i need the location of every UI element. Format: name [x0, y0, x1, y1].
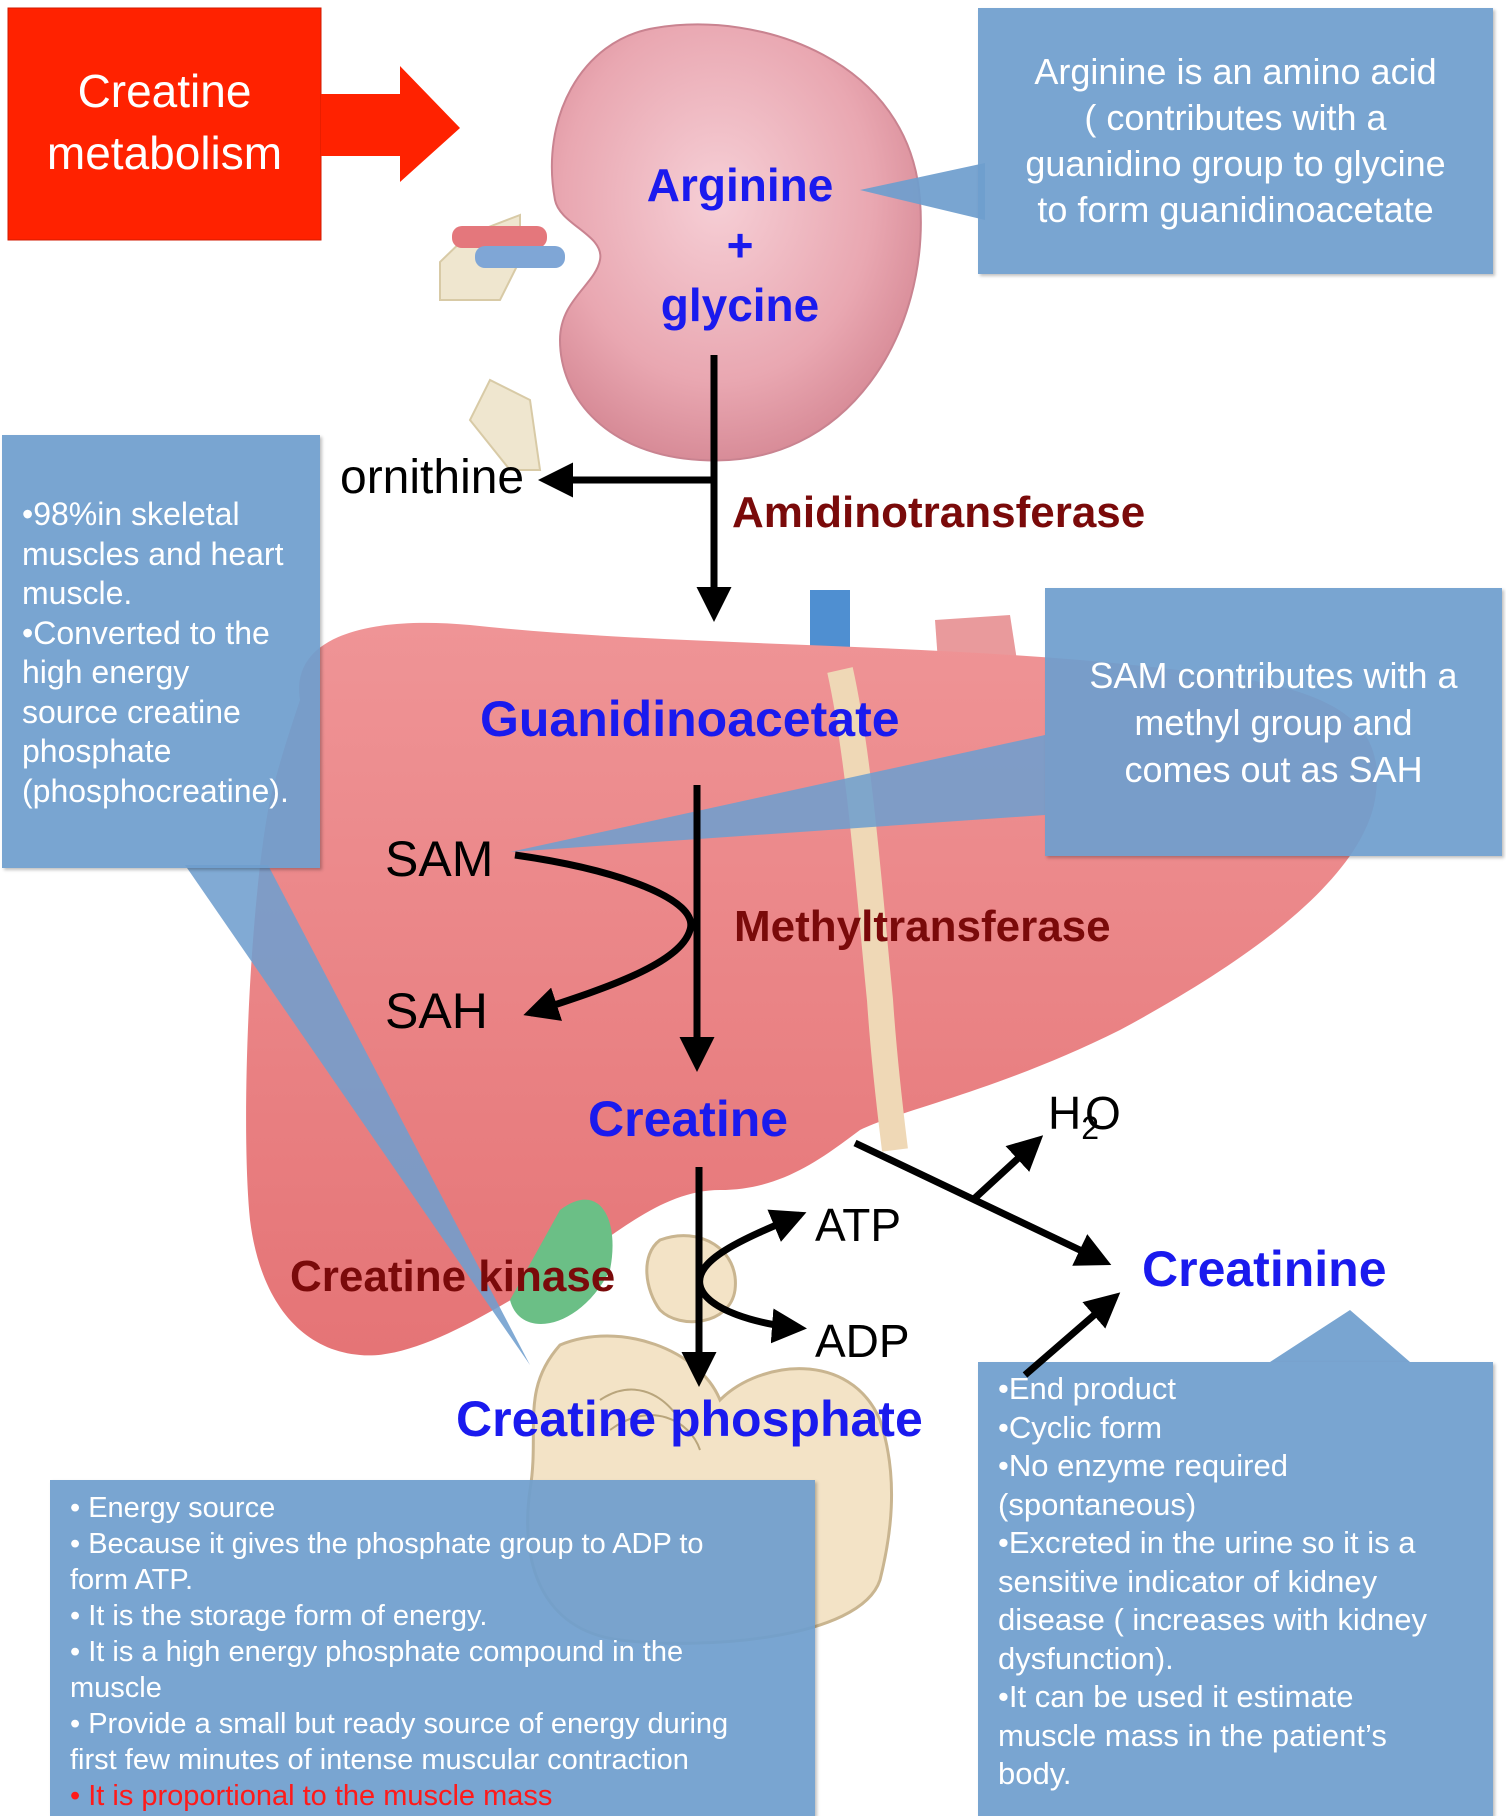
label-sah: SAH [385, 982, 488, 1040]
node-creatinine: Creatinine [1142, 1240, 1387, 1298]
water-o: O [1085, 1087, 1121, 1139]
enzyme-creatine-kinase: Creatine kinase [290, 1252, 615, 1302]
label-ornithine: ornithine [340, 450, 524, 505]
node-creatine-phosphate: Creatine phosphate [456, 1390, 923, 1448]
water-h: H [1048, 1087, 1081, 1139]
substrate-label: Arginine + glycine [560, 155, 920, 335]
label-water: H2O [1048, 1086, 1121, 1147]
node-plus: + [560, 215, 920, 275]
arrow-phosphate-to-creatinine [1025, 1297, 1115, 1375]
arrow-atp-adp [700, 1215, 800, 1328]
label-sam: SAM [385, 830, 493, 888]
arrow-sam-to-sah [515, 855, 691, 1013]
arrow-to-water [975, 1140, 1038, 1198]
node-arginine: Arginine [560, 155, 920, 215]
node-glycine: glycine [560, 275, 920, 335]
enzyme-amidinotransferase: Amidinotransferase [732, 488, 1145, 538]
node-creatine: Creatine [588, 1090, 788, 1148]
label-adp: ADP [815, 1314, 910, 1368]
enzyme-methyltransferase: Methyltransferase [734, 902, 1111, 952]
node-guanidinoacetate: Guanidinoacetate [480, 690, 900, 748]
label-atp: ATP [815, 1198, 901, 1252]
